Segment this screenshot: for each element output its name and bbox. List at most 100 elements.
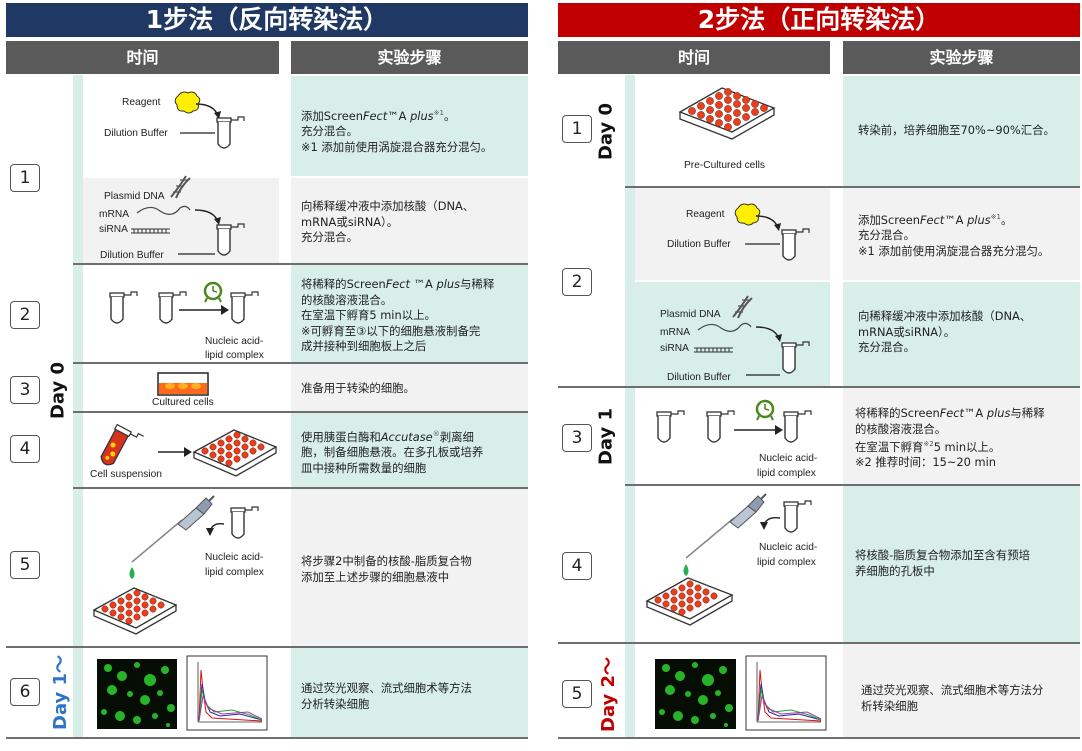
right-title bbox=[558, 3, 830, 37]
right-step-5-desc: 通过荧光观察、流式细胞术等方法分析转染细胞 bbox=[861, 683, 1044, 713]
right-step-2-number: 2 bbox=[562, 268, 592, 296]
droplet-icon bbox=[129, 567, 135, 579]
fluorescence-image bbox=[655, 659, 736, 729]
right-step-2-desc-a: 添加ScreenFect™A plus※1。 充分混合。 ※1 添加前使用涡旋混… bbox=[858, 212, 1050, 258]
fluorescence-image bbox=[97, 659, 177, 729]
left-step-1-desc-b: 向稀释缓冲液中添加核酸（DNA、mRNA或siRNA）。充分混合。 bbox=[301, 199, 475, 244]
blue-tube-icon bbox=[216, 223, 245, 256]
right-rule bbox=[625, 186, 1080, 188]
blue-tube-icon bbox=[656, 410, 685, 443]
right-band-1 bbox=[843, 76, 1080, 186]
left-mrna-label: mRNA bbox=[99, 209, 129, 220]
well-plate-icon bbox=[92, 587, 178, 635]
green-tube-icon bbox=[783, 500, 812, 533]
culture-dish-icon bbox=[157, 372, 209, 396]
left-step-2-desc: 将稀释的ScreenFect ™A plus与稀释 的核酸溶液混合。在室温下孵育… bbox=[301, 277, 495, 353]
left-band-5 bbox=[291, 489, 528, 646]
clock-icon bbox=[203, 281, 223, 303]
right-title-bar bbox=[830, 3, 1080, 37]
mrna-strand-icon bbox=[697, 322, 752, 332]
left-step-1-desc-a: 添加ScreenFect™A plus※1。 充分混合。 ※1 添加前使用涡旋混… bbox=[301, 108, 493, 154]
right-sirna-label: siRNA bbox=[660, 343, 689, 354]
left-rule bbox=[73, 263, 528, 265]
right-step-3-number: 3 bbox=[562, 424, 592, 452]
clock-icon bbox=[755, 399, 775, 421]
green-tube-icon bbox=[230, 506, 259, 539]
left-band-1a bbox=[291, 76, 528, 176]
left-step-1-number: 1 bbox=[10, 164, 40, 192]
right-reagent-label: Reagent bbox=[686, 209, 725, 220]
yellow-tube-icon bbox=[706, 410, 735, 443]
left-step-5-desc: 将步骤2中制备的核酸-脂质复合物添加至上述步骤的细胞悬液中 bbox=[301, 554, 472, 584]
right-step-1-number: 1 bbox=[562, 115, 592, 143]
reagent-blob-icon bbox=[734, 203, 761, 226]
right-step-4-number: 4 bbox=[562, 552, 592, 580]
well-plate-icon bbox=[678, 87, 776, 140]
left-rule bbox=[73, 362, 528, 364]
right-band-2b bbox=[843, 282, 1080, 386]
left-dilution-buffer2-label: Dilution Buffer bbox=[100, 250, 164, 261]
left-complex-label-2: lipid complex bbox=[205, 350, 264, 361]
pipette-icon bbox=[685, 493, 767, 559]
right-time-stripe bbox=[625, 75, 635, 737]
left-step-6-desc: 通过荧光观察、流式细胞术等方法分析转染细胞 bbox=[301, 681, 472, 711]
right-band-4 bbox=[843, 486, 1080, 642]
left-suspension-label: Cell suspension bbox=[90, 469, 162, 480]
green-tube-icon bbox=[230, 291, 259, 324]
left-step-2-number: 2 bbox=[10, 301, 40, 329]
left-rule bbox=[73, 411, 528, 413]
right-complex-label-1: Nucleic acid- bbox=[759, 453, 818, 464]
right-band-5 bbox=[843, 644, 1080, 737]
yellow-tube-icon bbox=[158, 291, 187, 324]
blue-tube-icon bbox=[781, 341, 810, 374]
dna-helix-icon bbox=[732, 295, 753, 319]
cell-suspension-tube-icon bbox=[100, 423, 144, 466]
right-band-3 bbox=[843, 388, 1080, 484]
well-plate-icon bbox=[192, 429, 278, 477]
right-mrna-label: mRNA bbox=[660, 327, 690, 338]
left-step-4-number: 4 bbox=[10, 435, 40, 463]
left-complex-label-3: Nucleic acid- bbox=[205, 552, 264, 563]
left-rule bbox=[6, 737, 528, 739]
left-step-3-desc: 准备用于转染的细胞。 bbox=[301, 381, 415, 395]
right-step-1-desc: 转染前，培养细胞至70%~90%汇合。 bbox=[858, 123, 1055, 137]
sirna-icon bbox=[131, 228, 170, 234]
right-title-text: 2步法（正向转染法） bbox=[697, 5, 941, 34]
left-rule bbox=[73, 487, 528, 489]
mrna-strand-icon bbox=[136, 205, 191, 215]
yellow-tube-icon bbox=[781, 228, 810, 261]
flow-cytometry-plot bbox=[186, 655, 268, 731]
dna-helix-icon bbox=[170, 175, 191, 199]
right-rule bbox=[558, 642, 1080, 644]
left-illustrations bbox=[92, 91, 278, 731]
right-step-5-number: 5 bbox=[562, 680, 592, 708]
left-cultured-label: Cultured cells bbox=[152, 397, 214, 408]
right-complex-label-4: lipid complex bbox=[757, 557, 816, 568]
right-step-2-desc-b: 向稀释缓冲液中添加核酸（DNA、mRNA或siRNA）。充分混合。 bbox=[858, 309, 1032, 354]
left-band-4 bbox=[291, 413, 528, 487]
left-rule bbox=[6, 646, 528, 648]
right-rule bbox=[558, 737, 1080, 739]
left-band-6 bbox=[291, 648, 528, 737]
reagent-blob-icon bbox=[174, 91, 201, 114]
right-band-2a bbox=[843, 188, 1080, 280]
well-plate-icon bbox=[645, 577, 734, 626]
right-img-band-2a bbox=[635, 188, 830, 280]
right-dilution-buffer2-label: Dilution Buffer bbox=[667, 372, 731, 383]
left-title: 1步法（反向转染法） bbox=[6, 3, 528, 37]
right-illustrations bbox=[645, 87, 827, 731]
left-time-stripe bbox=[73, 75, 83, 737]
left-band-2 bbox=[291, 265, 528, 362]
right-complex-label-2: lipid complex bbox=[757, 468, 816, 479]
left-sirna-label: siRNA bbox=[99, 224, 128, 235]
pipette-icon bbox=[131, 495, 215, 563]
right-plasmid-label: Plasmid DNA bbox=[660, 309, 721, 320]
green-tube-icon bbox=[783, 410, 812, 443]
right-complex-label-3: Nucleic acid- bbox=[759, 542, 818, 553]
right-dilution-buffer-label: Dilution Buffer bbox=[667, 239, 731, 250]
left-step-3-number: 3 bbox=[10, 376, 40, 404]
blue-tube-icon bbox=[109, 291, 138, 324]
left-dilution-buffer-label: Dilution Buffer bbox=[104, 128, 168, 139]
left-complex-label-1: Nucleic acid- bbox=[205, 336, 264, 347]
left-band-3 bbox=[291, 364, 528, 411]
